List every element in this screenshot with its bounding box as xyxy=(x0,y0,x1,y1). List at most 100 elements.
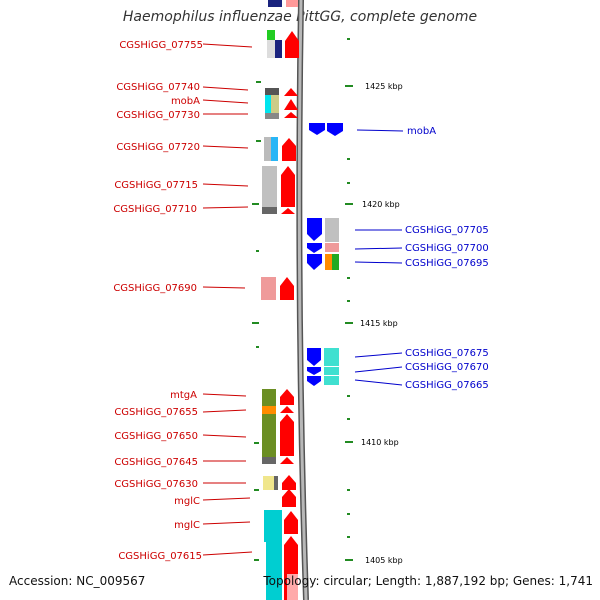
gene-arrow[interactable] xyxy=(307,243,322,253)
gene-label[interactable]: CGSHiGG_07670 xyxy=(405,362,489,373)
gene-arrow[interactable] xyxy=(280,277,294,300)
gene-arrow[interactable] xyxy=(307,348,321,366)
gene-arrow[interactable] xyxy=(284,88,298,96)
gene-block[interactable] xyxy=(265,95,271,113)
gene-block[interactable] xyxy=(262,406,276,414)
gene-label[interactable]: CGSHiGG_07615 xyxy=(118,551,202,562)
gene-block[interactable] xyxy=(261,277,276,300)
gene-label[interactable]: CGSHiGG_07655 xyxy=(114,407,198,418)
scale-tick xyxy=(345,322,353,324)
gene-block[interactable] xyxy=(266,542,282,600)
gene-block[interactable] xyxy=(325,243,339,252)
gene-label[interactable]: mglC xyxy=(174,520,200,531)
scale-tick xyxy=(345,559,353,561)
reverse-gene-label-texts: mobA CGSHiGG_07705 CGSHiGG_07700 CGSHiGG… xyxy=(405,126,489,391)
gene-label[interactable]: CGSHiGG_07715 xyxy=(114,180,198,191)
right-minor-ticks xyxy=(347,38,350,538)
gene-label[interactable]: CGSHiGG_07695 xyxy=(405,258,489,269)
gene-block[interactable] xyxy=(265,88,279,95)
gene-block[interactable] xyxy=(325,218,339,242)
gene-block[interactable] xyxy=(324,367,339,375)
scale-tick-label: 1425 kbp xyxy=(365,82,403,91)
gene-arrow[interactable] xyxy=(280,406,294,413)
scale-tick-label: 1420 kbp xyxy=(362,200,400,209)
gene-label[interactable]: CGSHiGG_07740 xyxy=(116,82,200,93)
gene-arrow[interactable] xyxy=(286,0,298,7)
gene-block[interactable] xyxy=(287,574,298,600)
forward-strand-track xyxy=(261,0,299,600)
gene-label[interactable]: CGSHiGG_07665 xyxy=(405,380,489,391)
gene-label[interactable]: CGSHiGG_07650 xyxy=(114,431,198,442)
accession-text: Accession: NC_009567 xyxy=(9,574,146,588)
gene-block[interactable] xyxy=(263,476,274,490)
gene-arrow[interactable] xyxy=(280,457,294,464)
gene-arrow[interactable] xyxy=(280,389,294,405)
gene-label[interactable]: mglC xyxy=(174,496,200,507)
gene-arrow[interactable] xyxy=(282,475,296,490)
gene-arrow[interactable] xyxy=(285,31,299,58)
gene-label[interactable]: CGSHiGG_07730 xyxy=(116,110,200,121)
gene-block[interactable] xyxy=(275,40,282,58)
gene-label[interactable]: mtgA xyxy=(170,390,197,401)
genome-summary-text: Topology: circular; Length: 1,887,192 bp… xyxy=(263,574,593,588)
gene-label[interactable]: CGSHiGG_07705 xyxy=(405,225,489,236)
gene-label[interactable]: CGSHiGG_07675 xyxy=(405,348,489,359)
scale-tick-label: 1410 kbp xyxy=(361,438,399,447)
gene-block[interactable] xyxy=(262,457,276,464)
gene-arrow[interactable] xyxy=(307,367,321,375)
gene-label[interactable]: CGSHiGG_07700 xyxy=(405,243,489,254)
left-minor-ticks xyxy=(252,81,261,561)
gene-arrow[interactable] xyxy=(281,208,295,214)
scale-tick xyxy=(345,85,353,87)
gene-block[interactable] xyxy=(265,113,279,119)
forward-gene-labels xyxy=(202,43,253,556)
gene-arrow[interactable] xyxy=(307,218,322,241)
gene-label[interactable]: CGSHiGG_07690 xyxy=(113,283,197,294)
scale-ticks: 1425 kbp 1420 kbp 1415 kbp 1410 kbp 1405… xyxy=(345,82,403,565)
scale-tick xyxy=(345,203,353,205)
gene-label[interactable]: CGSHiGG_07710 xyxy=(113,204,197,215)
gene-block[interactable] xyxy=(324,348,339,366)
gene-arrow[interactable] xyxy=(281,166,295,207)
gene-block[interactable] xyxy=(324,376,339,385)
gene-block[interactable] xyxy=(271,95,279,113)
gene-block[interactable] xyxy=(332,254,339,270)
gene-arrow[interactable] xyxy=(282,489,296,507)
gene-block[interactable] xyxy=(267,30,275,40)
genome-backbone-highlight xyxy=(297,0,308,600)
gene-block[interactable] xyxy=(271,137,278,161)
gene-block[interactable] xyxy=(264,510,282,542)
gene-label[interactable]: CGSHiGG_07755 xyxy=(119,40,203,51)
gene-label[interactable]: mobA xyxy=(171,96,200,107)
gene-label[interactable]: CGSHiGG_07720 xyxy=(116,142,200,153)
gene-block[interactable] xyxy=(268,0,282,7)
gene-label[interactable]: CGSHiGG_07645 xyxy=(114,457,198,468)
gene-block[interactable] xyxy=(262,207,277,214)
gene-label[interactable]: mobA xyxy=(407,126,436,137)
gene-arrow[interactable] xyxy=(280,414,294,456)
scale-tick-label: 1415 kbp xyxy=(360,319,398,328)
gene-block[interactable] xyxy=(262,166,277,207)
gene-arrow[interactable] xyxy=(284,511,298,534)
gene-block[interactable] xyxy=(264,137,271,161)
gene-block[interactable] xyxy=(267,40,275,58)
gene-block[interactable] xyxy=(262,389,276,406)
gene-block[interactable] xyxy=(274,476,278,490)
reverse-strand-track xyxy=(307,123,343,386)
gene-arrow[interactable] xyxy=(284,112,298,118)
gene-arrow[interactable] xyxy=(307,254,322,270)
gene-arrow[interactable] xyxy=(309,123,325,135)
scale-tick-label: 1405 kbp xyxy=(365,556,403,565)
gene-block[interactable] xyxy=(325,254,332,270)
gene-arrow[interactable] xyxy=(327,123,343,136)
gene-label[interactable]: CGSHiGG_07630 xyxy=(114,479,198,490)
forward-gene-label-texts: CGSHiGG_07755 CGSHiGG_07740 mobA CGSHiGG… xyxy=(113,40,203,562)
gene-arrow[interactable] xyxy=(307,376,321,386)
scale-tick xyxy=(345,441,353,443)
gene-block[interactable] xyxy=(262,414,276,457)
gene-arrow[interactable] xyxy=(282,138,296,161)
reverse-gene-labels xyxy=(354,129,404,386)
gene-arrow[interactable] xyxy=(284,99,298,110)
